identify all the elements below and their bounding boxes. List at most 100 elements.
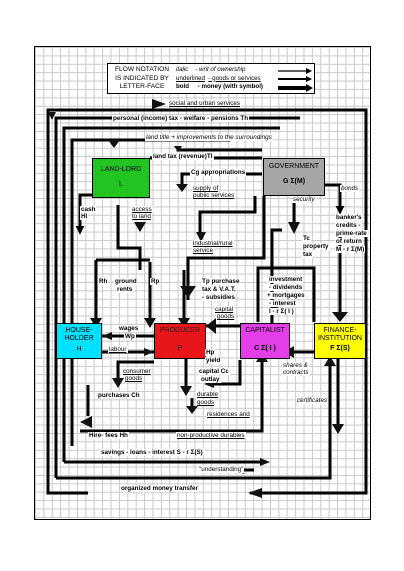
legend-style-italic: italic [176, 66, 189, 73]
arrowhead-personal-tax [48, 112, 56, 120]
flow-cash: cash [80, 206, 97, 213]
arrowhead-durables [186, 406, 198, 414]
legend-style-underlined: underlined [176, 74, 205, 82]
arrow-investment [256, 266, 316, 322]
arrowhead-supply [196, 232, 206, 242]
arrowhead-certificates [332, 424, 344, 434]
landlord-name: LAND-LORD [100, 166, 142, 173]
flow-land-title-text: land title + improvements to the surroun… [146, 134, 272, 141]
legend-meaning-bold: - money (with symbol) [197, 83, 263, 91]
producer-name: PRODUCER [159, 327, 201, 334]
flow-industrial-2: service [192, 247, 214, 254]
flow-labour: labour [108, 346, 128, 353]
flow-ground-rents-2: rents [116, 286, 134, 293]
flow-consumer-goods-2: goods [124, 375, 144, 382]
flow-access-2: to land [131, 213, 152, 220]
flow-ground-rents-1: ground [114, 278, 138, 285]
flow-industrial-1: industrial/rural [192, 240, 234, 247]
node-finance: FINANCE- INSTITUTION F Σ(S) [314, 323, 366, 359]
arrowhead-social-services [152, 99, 166, 109]
arrowhead-access [134, 222, 146, 232]
finance-symbol: F Σ(S) [330, 345, 350, 352]
legend-arrow-samples [278, 68, 313, 92]
flow-savings: savings - loans - interest S - r Σ(S) [100, 449, 204, 456]
producer-symbol: P [177, 345, 183, 352]
flow-investment-4: - interest [268, 300, 297, 307]
arrowhead-hp [180, 386, 192, 396]
flow-shares-2: contracts [282, 369, 310, 376]
flow-durable-goods-2: goods [196, 399, 216, 406]
arrow-industrial [186, 196, 266, 300]
flow-hl: Hl [80, 213, 89, 220]
flow-land-title: land title + improvements to the surroun… [145, 134, 273, 141]
arrowhead-security [288, 222, 300, 234]
flow-rh: Rh [98, 278, 109, 285]
capitalist-name: CAPITALIST [245, 327, 285, 334]
legend-meaning-italic: - writ of ownership [195, 66, 246, 73]
flow-personal-tax: personal (income) tax - welfare - pensio… [112, 115, 250, 122]
arrowhead-rp [144, 318, 156, 328]
flow-investment-2: - dividends [268, 284, 304, 291]
flow-consumer-goods-1: consumer [122, 368, 152, 375]
householder-name-line-1: HOUSE- [65, 327, 93, 334]
flow-bonds: bonds [340, 185, 360, 192]
arrowhead-savings [324, 356, 336, 366]
flow-bankers-3: prime-rate [335, 230, 368, 237]
legend-title-line-3: LETTER-FACE [119, 83, 165, 91]
flow-hire-fees: Hire- fees Hh [88, 432, 129, 439]
flow-tp-2: tax & V.A.T. [201, 286, 237, 293]
arrowhead-capital-goods [206, 318, 216, 334]
flow-investment-5: I - r Σ( I ) [268, 308, 295, 315]
flow-understanding: "understanding" [198, 466, 245, 473]
arrow-consumer [116, 360, 154, 378]
arrowhead-industrial [180, 286, 196, 298]
arrowhead-purchases [80, 416, 92, 428]
flow-certificates: certificates [296, 397, 329, 404]
arrowhead-hire [260, 458, 270, 466]
legend-style-bold: bold [176, 83, 190, 91]
node-capitalist: CAPITALIST C Σ( I ) [240, 323, 290, 359]
capitalist-symbol: C Σ( I ) [254, 345, 276, 352]
flow-supply-public-1: supply of [192, 185, 220, 192]
arrowhead-consumer [112, 378, 124, 388]
legend-meaning-underlined: - goods or services [208, 74, 261, 82]
node-householder: HOUSE- HOLDER H [56, 323, 102, 359]
node-producer: PRODUCER P [154, 323, 206, 359]
householder-symbol: H [76, 346, 82, 353]
flow-investment-3: + mortgages [266, 292, 306, 299]
flow-security: security [292, 196, 316, 203]
flow-capital-outlay-2: outlay [200, 376, 221, 383]
flow-bankers-2: credits - [335, 222, 362, 229]
arrowhead-labour [144, 348, 154, 356]
arrow-supply-public [198, 196, 257, 232]
flow-rp: Rp [150, 278, 161, 285]
flow-wages-1: wages [118, 325, 140, 332]
flow-land-tax: land tax (revenue)Tl [152, 153, 214, 160]
flow-cg-appropriations: Cg appropriations [190, 169, 247, 176]
finance-name-line-1: FINANCE- [323, 327, 357, 334]
arrow-land-title [176, 146, 262, 152]
flow-bankers-1: banker's [335, 214, 363, 221]
node-landlord: LAND-LORD L [92, 158, 150, 198]
arrowhead-bankers [332, 312, 348, 322]
government-symbol: G Σ(M) [282, 178, 306, 185]
flow-tp-3: - subsidies [201, 294, 236, 301]
legend-box: FLOW NOTATION IS INDICATED BY LETTER-FAC… [107, 63, 315, 94]
loop-savings-bottom [56, 360, 332, 480]
flow-capital-outlay-1: capital Cc [198, 368, 230, 375]
flow-bankers-5: M - r Σ(M) [335, 246, 366, 253]
flow-tp-1: Tp purchase [201, 278, 241, 285]
arrowhead-organized-money [248, 488, 262, 498]
finance-name-line-2: INSTITUTION [318, 335, 362, 342]
loop-residences [80, 360, 264, 433]
flow-non-productive: non-productive durables [176, 432, 246, 439]
flow-property-tax-1: Tc [302, 235, 311, 242]
loop-organized-money [46, 108, 368, 495]
arrowhead-land-tax-block [108, 140, 120, 148]
flow-hp-1: Hp [205, 349, 216, 356]
node-government: GOVERNMENT G Σ(M) [263, 158, 325, 196]
arrow-capital-outlay [214, 360, 242, 386]
arrowhead-land-title [174, 146, 182, 152]
arrowhead-cg [176, 184, 188, 192]
flow-capital-goods-1: capital [214, 306, 235, 313]
